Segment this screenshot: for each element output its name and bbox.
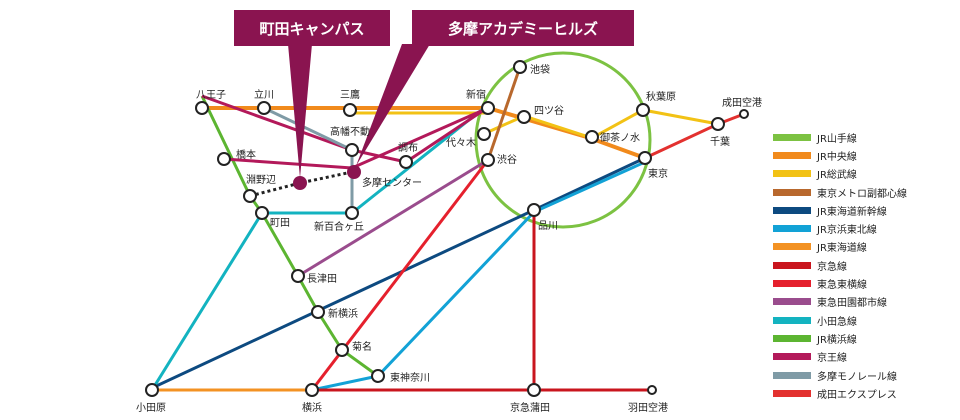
- line-den-en-toshi: [297, 158, 489, 278]
- legend-item: 東京メトロ副都心線: [773, 183, 907, 201]
- callout-pointer-tama: [356, 44, 430, 166]
- legend-item: 小田急線: [773, 311, 907, 329]
- svg-text:羽田空港: 羽田空港: [628, 401, 668, 414]
- campus-marker-tama[interactable]: [347, 165, 361, 179]
- stations: 八王子 立川 三鷹 新宿 池袋 四ツ谷 秋葉原 成田空港 千葉 御茶ノ水 東京 …: [136, 60, 762, 414]
- svg-text:橋本: 橋本: [236, 148, 256, 161]
- svg-text:東京: 東京: [648, 167, 668, 180]
- campus-marker-machida[interactable]: [293, 176, 307, 190]
- station-ochanomizu[interactable]: 御茶ノ水: [585, 130, 640, 144]
- station-shinagawa[interactable]: 品川: [527, 203, 558, 232]
- legend-item: 東急東横線: [773, 274, 907, 292]
- station-fuchinobe[interactable]: 淵野辺: [243, 174, 276, 203]
- svg-text:小田原: 小田原: [136, 402, 166, 414]
- svg-text:新宿: 新宿: [466, 88, 486, 101]
- svg-text:渋谷: 渋谷: [497, 153, 517, 166]
- legend-item: 成田エクスプレス: [773, 384, 907, 402]
- station-shin-yokohama[interactable]: 新横浜: [311, 305, 358, 320]
- legend-item: 京急線: [773, 256, 907, 274]
- svg-text:淵野辺: 淵野辺: [246, 174, 276, 186]
- legend-item: JR東海道線: [773, 238, 907, 256]
- svg-text:御茶ノ水: 御茶ノ水: [600, 131, 640, 144]
- svg-text:千葉: 千葉: [710, 135, 730, 148]
- svg-text:三鷹: 三鷹: [340, 88, 360, 101]
- svg-text:京急蒲田: 京急蒲田: [510, 401, 550, 414]
- station-yoyogi[interactable]: 代々木: [446, 127, 491, 149]
- svg-text:東神奈川: 東神奈川: [390, 371, 430, 384]
- station-yokohama[interactable]: 横浜: [302, 383, 322, 414]
- station-tachikawa[interactable]: 立川: [254, 88, 274, 115]
- station-chofu[interactable]: 調布: [398, 141, 418, 169]
- station-shinjuku[interactable]: 新宿: [466, 88, 495, 115]
- legend: JR山手線 JR中央線 JR総武線 東京メトロ副都心線 JR東海道新幹線 JR京…: [773, 128, 907, 402]
- legend-item: JR京浜東北線: [773, 219, 907, 237]
- line-keio-hachioji: [201, 94, 485, 164]
- station-shibuya[interactable]: 渋谷: [481, 153, 517, 167]
- station-keikyu-kamata[interactable]: 京急蒲田: [510, 383, 550, 414]
- station-ikebukuro[interactable]: 池袋: [513, 60, 550, 76]
- station-machida[interactable]: 町田: [255, 206, 290, 229]
- legend-item: 多摩モノレール線: [773, 366, 907, 384]
- station-nagatsuta[interactable]: 長津田: [291, 269, 337, 285]
- station-mitaka[interactable]: 三鷹: [340, 88, 360, 117]
- station-tokyo[interactable]: 東京: [638, 151, 668, 180]
- legend-item: JR中央線: [773, 146, 907, 164]
- legend-item: JR山手線: [773, 128, 907, 146]
- svg-text:新百合ヶ丘: 新百合ヶ丘: [314, 220, 364, 233]
- callout-machida-campus[interactable]: 町田キャンパス: [234, 10, 390, 46]
- svg-text:菊名: 菊名: [352, 340, 372, 353]
- line-keihin-tohoku: [311, 160, 646, 392]
- svg-text:町田: 町田: [270, 218, 290, 229]
- station-kikuna[interactable]: 菊名: [335, 340, 372, 357]
- station-takahatafudo[interactable]: 高幡不動: [330, 125, 370, 157]
- svg-text:四ツ谷: 四ツ谷: [534, 105, 564, 117]
- station-chiba[interactable]: 千葉: [710, 117, 730, 148]
- station-higashikanagawa[interactable]: 東神奈川: [371, 369, 430, 384]
- svg-text:立川: 立川: [254, 88, 274, 101]
- svg-text:新横浜: 新横浜: [328, 307, 358, 320]
- station-hachioji[interactable]: 八王子: [195, 89, 226, 115]
- station-hashimoto[interactable]: 橋本: [217, 148, 256, 166]
- svg-text:横浜: 横浜: [302, 401, 322, 414]
- callout-tama-academy-hills[interactable]: 多摩アカデミーヒルズ: [412, 10, 634, 46]
- svg-text:池袋: 池袋: [530, 63, 550, 76]
- legend-item: 東急田園都市線: [773, 293, 907, 311]
- legend-item: 京王線: [773, 348, 907, 366]
- svg-text:秋葉原: 秋葉原: [646, 90, 676, 103]
- station-yotsuya[interactable]: 四ツ谷: [517, 105, 564, 124]
- callout-tama-label: 多摩アカデミーヒルズ: [448, 20, 598, 38]
- svg-text:高幡不動: 高幡不動: [330, 125, 370, 138]
- legend-item: JR横浜線: [773, 329, 907, 347]
- svg-text:成田空港: 成田空港: [722, 96, 762, 109]
- station-akihabara[interactable]: 秋葉原: [636, 90, 676, 117]
- svg-text:代々木: 代々木: [446, 137, 476, 149]
- callout-machida-label: 町田キャンパス: [259, 20, 364, 38]
- svg-text:長津田: 長津田: [307, 273, 337, 285]
- line-fukutoshin: [486, 66, 522, 161]
- svg-text:多摩センター: 多摩センター: [362, 176, 422, 189]
- svg-text:八王子: 八王子: [196, 89, 226, 101]
- line-yokohama: [200, 95, 379, 378]
- station-narita-airport[interactable]: 成田空港: [722, 96, 762, 119]
- svg-text:調布: 調布: [398, 141, 418, 154]
- station-haneda-airport[interactable]: 羽田空港: [628, 385, 668, 414]
- line-yamanote: [474, 51, 652, 229]
- svg-text:品川: 品川: [538, 220, 558, 232]
- line-tama-monorail: [263, 106, 353, 152]
- legend-item: JR総武線: [773, 165, 907, 183]
- legend-item: JR東海道新幹線: [773, 201, 907, 219]
- line-odakyu: [150, 106, 485, 391]
- station-odawara[interactable]: 小田原: [136, 383, 166, 414]
- station-shinyurigaoka[interactable]: 新百合ヶ丘: [314, 206, 364, 233]
- callout-pointer-machida: [288, 44, 312, 178]
- station-tama-center[interactable]: 多摩センター: [362, 176, 422, 189]
